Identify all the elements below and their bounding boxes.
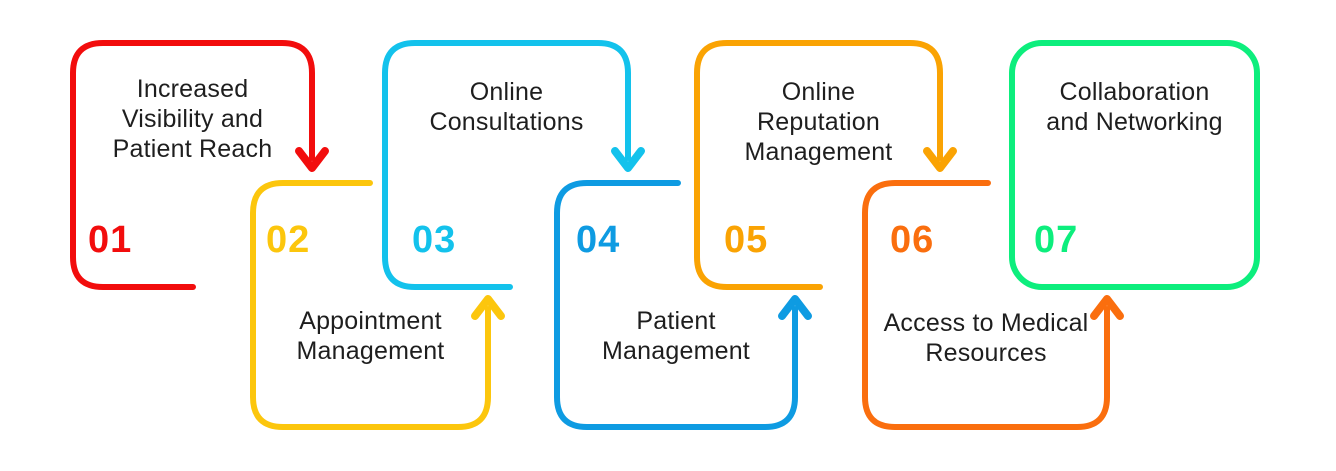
step-06-label-line: Resources [925,339,1047,367]
step-07-label-line: Collaboration [1059,78,1210,106]
step-06-arrow-up-icon [1090,295,1124,320]
step-07-number: 07 [1034,219,1079,261]
step-05-arrow-down-icon [923,147,957,172]
step-02-label-line: Appointment [299,307,442,335]
step-03-arrow-down-icon [611,147,645,172]
step-01-label-line: Patient Reach [112,135,273,163]
step-03-shape [382,40,645,290]
step-01-label: Increased Visibility and Patient Reach [73,74,312,164]
step-06-shape [862,180,1124,430]
step-03-label: Online Consultations [385,77,628,137]
step-06-label: Access to Medical Resources [863,308,1109,368]
step-02-shape [250,180,505,430]
step-02-arrow-up-icon [471,295,505,320]
step-01-number: 01 [88,219,133,261]
step-05-label-line: Management [744,138,893,166]
step-03-outline [382,40,631,290]
step-04-outline [554,180,798,430]
step-04-label: Patient Management [557,306,795,366]
step-05-label-line: Online [781,78,856,106]
step-07-label-line: and Networking [1046,108,1223,136]
step-01-label-line: Increased [136,75,249,103]
step-02-label: Appointment Management [253,306,488,366]
step-01-outline [70,40,315,290]
step-05-label-line: Reputation [757,108,880,136]
step-02-label-line: Management [296,337,445,365]
step-03-label-line: Consultations [429,108,584,136]
step-01-arrow-down-icon [295,147,329,172]
step-04-label-line: Patient [636,307,716,335]
step-06-label-line: Access to Medical [883,309,1089,337]
step-07-label: Collaboration and Networking [1012,77,1257,137]
step-02-outline [250,180,491,430]
step-03-label-line: Online [469,78,544,106]
step-07-shape [1009,40,1260,290]
step-04-number: 04 [576,219,621,261]
step-02-number: 02 [266,219,311,261]
step-01-label-line: Visibility and [121,105,264,133]
step-04-arrow-up-icon [778,295,812,320]
step-07-outline [1009,40,1260,290]
step-05-shape [694,40,957,290]
step-05-outline [694,40,943,290]
step-05-label: Online Reputation Management [697,77,940,167]
step-01-shape [70,40,329,290]
step-04-label-line: Management [602,337,750,365]
step-03-number: 03 [412,219,457,261]
step-06-number: 06 [890,219,935,261]
step-06-outline [862,180,1110,430]
step-04-shape [554,180,812,430]
step-05-number: 05 [724,219,769,261]
